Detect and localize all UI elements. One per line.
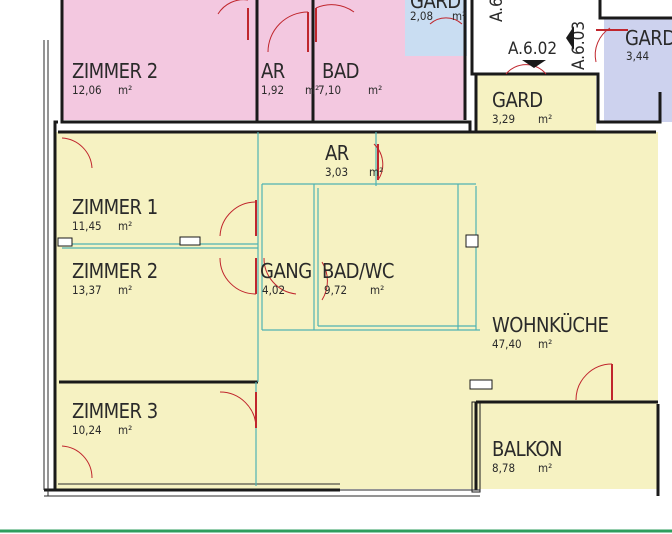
room-unit-gard-top: m²	[452, 9, 466, 23]
room-label-gang: GANG	[260, 259, 312, 283]
room-unit-balkon: m²	[538, 461, 552, 475]
room-unit-zimmer1: m²	[118, 219, 132, 233]
unit-label-a602: A.6.02	[508, 39, 557, 59]
room-unit-zimmer3: m²	[118, 423, 132, 437]
room-label-zimmer2: ZIMMER 2	[72, 259, 158, 283]
room-area-badwc: 9,72	[324, 283, 347, 297]
room-label-bad-top: BAD	[322, 59, 359, 83]
room-unit-ar: m²	[369, 165, 383, 179]
doors	[61, 0, 628, 479]
room-label-ar: AR	[325, 141, 349, 165]
room-label-gard-right: GARD	[625, 26, 672, 50]
room-area-zimmer1: 11,45	[72, 219, 102, 233]
room-fill-ar-top	[257, 0, 313, 120]
room-label-zimmer2-top: ZIMMER 2	[72, 59, 158, 83]
room-area-zimmer3: 10,24	[72, 423, 102, 437]
room-unit-badwc: m²	[370, 283, 384, 297]
room-label-zimmer1: ZIMMER 1	[72, 195, 158, 219]
room-unit-wohnkueche: m²	[538, 337, 552, 351]
room-label-balkon: BALKON	[492, 437, 562, 461]
room-area-gang: 4,02	[262, 283, 285, 297]
window-marker	[179, 236, 201, 246]
room-area-gard-top: 2,08	[410, 9, 433, 23]
room-unit-ar-top: m²	[305, 83, 319, 97]
room-area-zimmer2: 13,37	[72, 283, 102, 297]
room-unit-zimmer2: m²	[118, 283, 132, 297]
room-area-wohnkueche: 47,40	[492, 337, 522, 351]
room-fill-gard	[476, 74, 596, 134]
balcony-door-frame	[471, 401, 481, 493]
room-area-zimmer2-top: 12,06	[72, 83, 102, 97]
room-unit-zimmer2-top: m²	[118, 83, 132, 97]
room-fill-zimmer2-top	[62, 0, 257, 120]
room-fill-main	[55, 132, 658, 489]
unit-arrow	[522, 60, 546, 68]
room-label-wohnkueche: WOHNKÜCHE	[492, 313, 608, 337]
room-unit-gard: m²	[538, 112, 552, 126]
unit-arrow	[566, 26, 574, 50]
room-label-ar-top: AR	[261, 59, 285, 83]
room-area-ar-top: 1,92	[261, 83, 284, 97]
room-label-zimmer3: ZIMMER 3	[72, 399, 158, 423]
column-marker	[465, 234, 479, 248]
room-label-gard: GARD	[492, 88, 543, 112]
room-area-balkon: 8,78	[492, 461, 515, 475]
room-label-badwc: BAD/WC	[322, 259, 394, 283]
room-area-gard-right: 3,44	[626, 49, 649, 63]
vent-marker	[469, 379, 493, 390]
room-area-bad-top: 7,10	[318, 83, 341, 97]
room-area-ar: 3,03	[325, 165, 348, 179]
room-area-gard: 3,29	[492, 112, 515, 126]
window-marker	[57, 237, 73, 247]
room-label-gard-top: GARD	[410, 0, 461, 13]
room-unit-bad-top: m²	[368, 83, 382, 97]
unit-label-a6-cut: A.6	[487, 0, 507, 22]
room-fill-gard-top	[405, 0, 467, 56]
